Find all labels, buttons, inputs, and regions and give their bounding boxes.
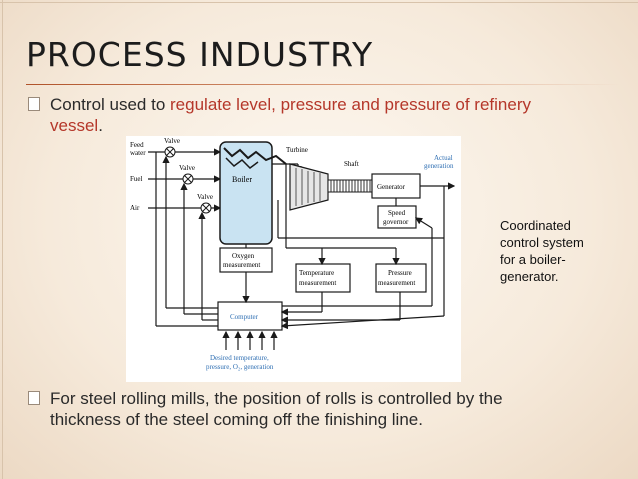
caption-line: control system (500, 235, 584, 250)
bullet-1-prefix: Control used to (50, 95, 171, 114)
turbine-icon (289, 163, 329, 211)
feed-water-label-2: water (130, 149, 146, 157)
air-label: Air (130, 204, 140, 212)
bullet-icon (28, 391, 40, 405)
generator-label: Generator (377, 183, 406, 191)
bullet-1-highlight: regulate level, pressure and pressure of… (170, 95, 531, 114)
bullet-2-line-2: thickness of the steel coming off the fi… (50, 410, 423, 429)
frame-top-line (0, 2, 638, 3)
caption-line: generator. (500, 269, 559, 284)
computer-box (217, 301, 283, 331)
oxygen-measurement-box (219, 247, 273, 273)
valve-label-bot: Valve (197, 193, 213, 201)
pressure-measurement-box (375, 263, 427, 293)
speed-governor-box (377, 205, 417, 229)
oxygen-label-2: measurement (223, 261, 260, 269)
actual-generation-label: Actual (434, 154, 453, 162)
valve-air-icon (200, 202, 212, 214)
bullet-1-suffix: . (98, 116, 103, 135)
temperature-measurement-box (295, 263, 351, 293)
valve-label-top: Valve (164, 137, 180, 145)
fuel-label: Fuel (130, 175, 143, 183)
speed-governor-label: Speed (388, 209, 406, 217)
frame-left-line (2, 0, 3, 479)
bullet-2-text: For steel rolling mills, the position of… (50, 388, 610, 430)
valve-fuel-icon (182, 173, 194, 185)
shaft (327, 179, 373, 193)
bullet-1-text: Control used to regulate level, pressure… (50, 94, 590, 136)
pressure-label: Pressure (388, 269, 412, 277)
boiler-generator-diagram: Feed water Fuel Air Valve Valve Valve Bo… (126, 136, 461, 382)
temperature-label: Temperature (299, 269, 334, 277)
actual-generation-label-2: generation (424, 162, 454, 170)
caption-line: for a boiler- (500, 252, 566, 267)
desired-label-2: pressure, O₂, generation (206, 363, 274, 371)
pressure-label-2: measurement (378, 279, 415, 287)
bullet-icon (28, 97, 40, 111)
valve-feed-icon (164, 146, 176, 158)
caption-line: Coordinated (500, 218, 571, 233)
shaft-label: Shaft (344, 160, 359, 168)
feed-water-label: Feed (130, 141, 144, 149)
oxygen-label: Oxygen (232, 252, 255, 260)
diagram-caption: Coordinated control system for a boiler-… (500, 217, 610, 285)
turbine-label: Turbine (286, 146, 308, 154)
desired-label: Desired temperature, (210, 354, 269, 362)
computer-label: Computer (230, 313, 259, 321)
bullet-1-highlight-cont: vessel (50, 116, 99, 135)
speed-governor-label-2: governor (383, 218, 409, 226)
boiler-label: Boiler (232, 175, 252, 184)
bullet-2-line-1: For steel rolling mills, the position of… (50, 389, 503, 408)
title-underline (26, 84, 620, 85)
slide-title: PROCESS INDUSTRY (26, 35, 374, 74)
valve-label-mid: Valve (179, 164, 195, 172)
temperature-label-2: measurement (299, 279, 336, 287)
